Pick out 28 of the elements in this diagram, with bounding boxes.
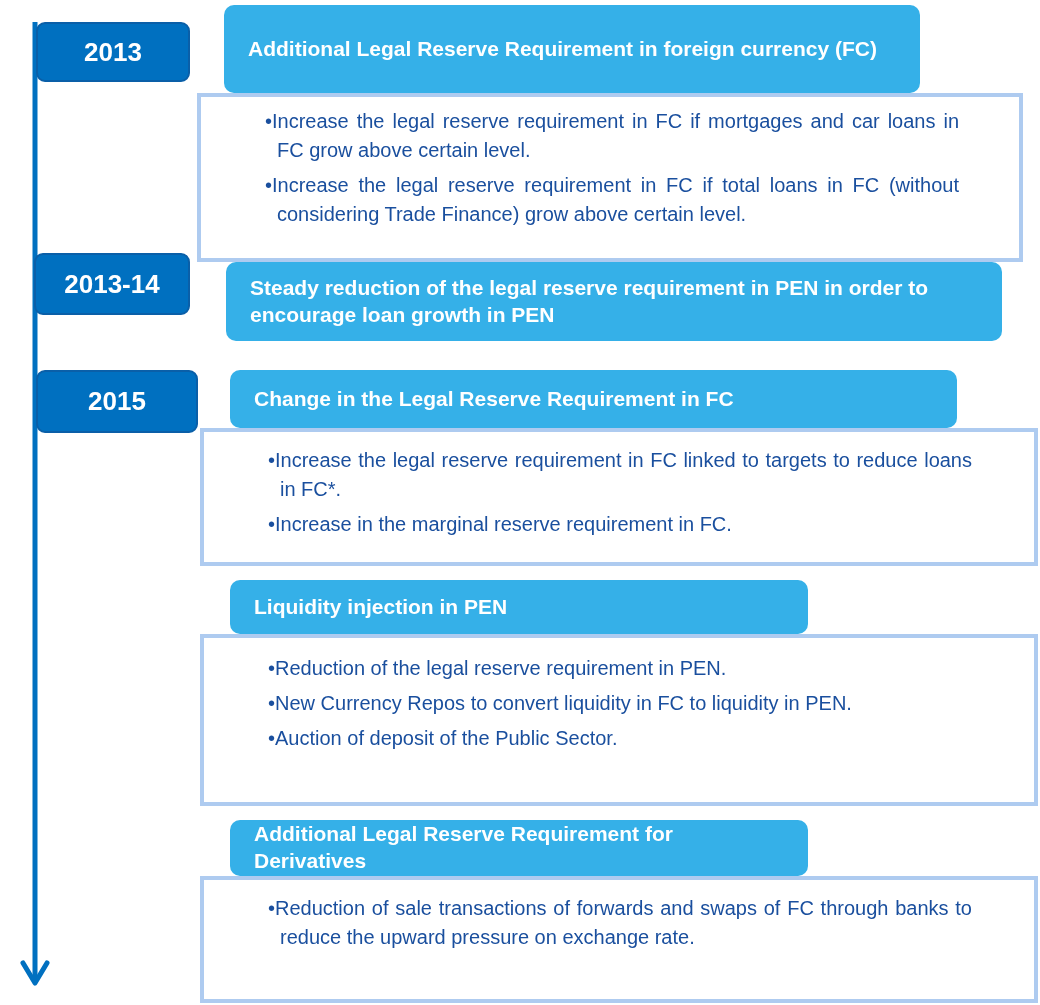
bullet-text: •Increase the legal reserve requirement in FC if total loans in FC (without considering Trade Finance) grow above certain level. [265, 173, 959, 227]
bullet-text: •Reduction of sale transactions of forwards and swaps of FC through banks to reduce the upward pressure on exchange rate. [268, 896, 972, 950]
bullet-text: •New Currency Repos to convert liquidity in FC to liquidity in PEN. [268, 691, 853, 716]
year-text: 2015 [88, 386, 146, 417]
heading-text: Change in the Legal Reserve Requirement in FC [254, 385, 734, 412]
details-frame [197, 93, 1023, 262]
heading-box [230, 820, 808, 876]
heading-text: Additional Legal Reserve Requirement in foreign currency (FC) [248, 35, 877, 62]
bullet-text: •Increase the legal reserve requirement in FC if mortgages and car loans in FC grow above certain level. [265, 109, 959, 163]
heading-text: Liquidity injection in PEN [254, 593, 508, 620]
details-frame [200, 634, 1038, 806]
year-text: 2013 [84, 36, 142, 68]
details-frame [200, 428, 1038, 566]
year-label-box [36, 370, 198, 433]
bullet-text: •Auction of deposit of the Public Sector. [268, 726, 619, 751]
bullet-text: •Increase in the marginal reserve requirement in FC. [268, 512, 733, 537]
heading-box [230, 580, 808, 634]
year-text: 2013-14 [64, 268, 160, 300]
heading-box [224, 5, 920, 93]
heading-text: Steady reduction of the legal reserve requirement in PEN in order to encourage loan growth in PEN [250, 274, 929, 328]
bullet-text: •Increase the legal reserve requirement in FC linked to targets to reduce loans in FC*. [268, 448, 972, 502]
heading-box [230, 370, 957, 428]
year-label-box [36, 22, 190, 82]
details-frame [200, 876, 1038, 1003]
year-label-box [34, 253, 190, 315]
bullet-text: •Reduction of the legal reserve requirement in PEN. [268, 656, 728, 681]
heading-text: Additional Legal Reserve Requirement for Derivatives [254, 821, 674, 874]
heading-box [226, 262, 1002, 341]
